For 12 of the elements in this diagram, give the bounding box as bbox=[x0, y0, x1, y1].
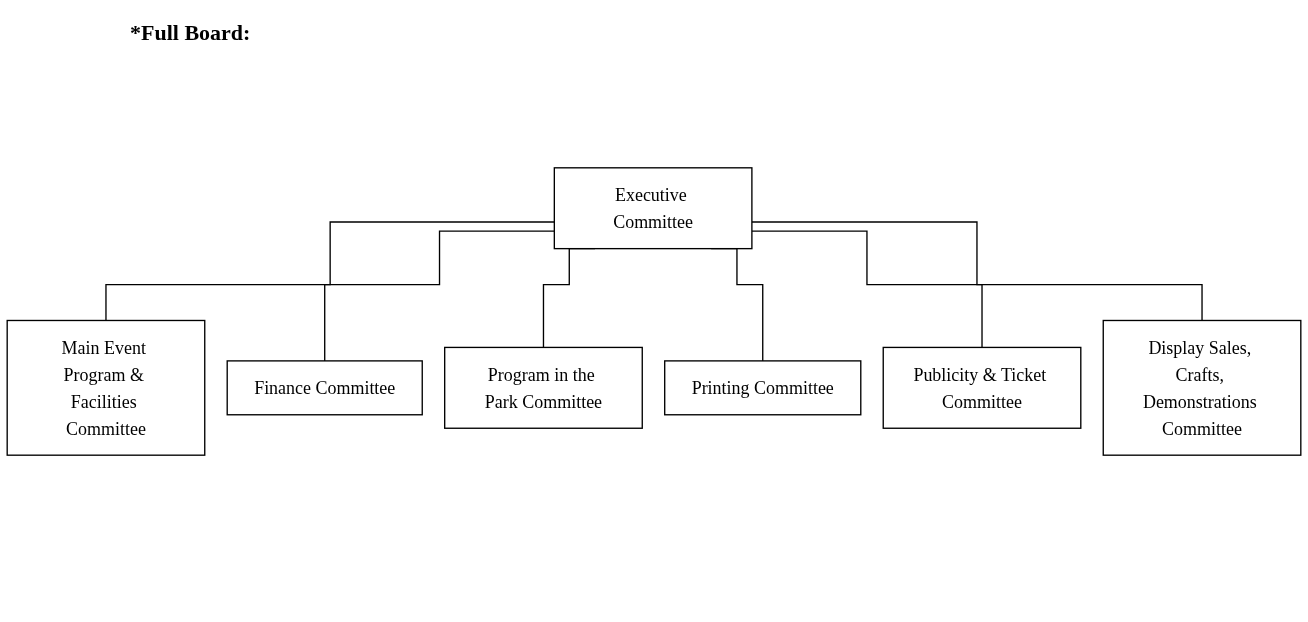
node-box: Display Sales, Crafts, Demonstrations Committee bbox=[1102, 319, 1302, 456]
connector bbox=[324, 230, 555, 362]
connector bbox=[105, 220, 555, 321]
connector bbox=[751, 229, 983, 348]
node-box: Executive Committee bbox=[553, 166, 753, 249]
node-box: Program in the Park Committee bbox=[444, 346, 643, 429]
node-box: Printing Committee bbox=[664, 359, 862, 415]
heading-label: *Full Board: bbox=[130, 20, 251, 46]
node-box: Main Event Program & Facilities Committee bbox=[6, 319, 206, 456]
connector bbox=[751, 220, 1203, 321]
node-box: Publicity & Ticket Committee bbox=[882, 346, 1082, 429]
node-box: Finance Committee bbox=[226, 359, 423, 415]
